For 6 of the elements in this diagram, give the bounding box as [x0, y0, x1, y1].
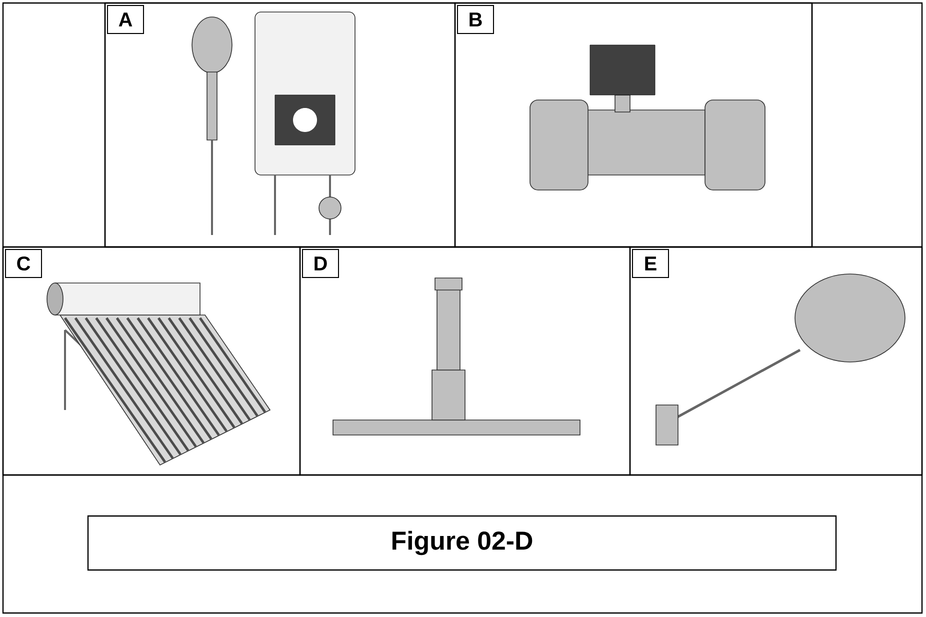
panel: A — [104, 2, 456, 248]
panel: E — [629, 246, 923, 476]
panel: B — [454, 2, 813, 248]
caption-box: Figure 02-D — [87, 515, 837, 571]
panel: C — [2, 246, 301, 476]
panel: D — [299, 246, 631, 476]
